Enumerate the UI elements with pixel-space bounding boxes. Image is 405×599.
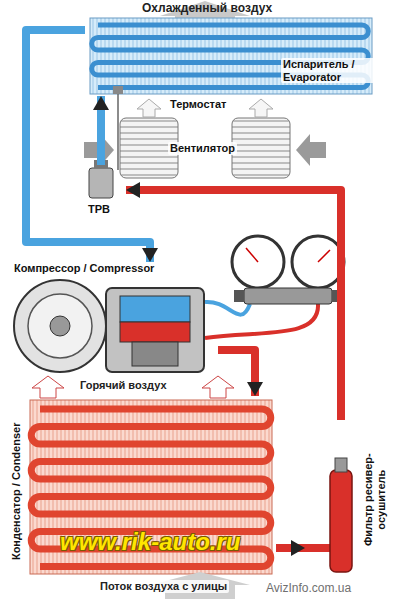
component-label: Компрессор / Compressor	[12, 262, 156, 275]
receiver-drier	[330, 470, 352, 572]
compressor	[50, 316, 70, 336]
fan: Вентилятор	[110, 116, 300, 180]
pipes	[26, 30, 341, 548]
manifold-gauges	[292, 236, 344, 288]
manifold-gauges	[246, 248, 258, 262]
component-label: Фильтр ресивер-осушитель	[362, 440, 387, 560]
manifold-gauges	[244, 288, 332, 304]
manifold-gauges	[232, 236, 344, 304]
fan-blowers	[137, 99, 161, 117]
expansion-valve	[89, 168, 113, 198]
expansion-valve	[89, 160, 113, 198]
air-label: Охлажденный воздух	[142, 2, 272, 16]
hot-air-arrows	[32, 376, 234, 398]
condenser: Конденсатор / Condenser	[4, 396, 276, 592]
receiver-drier	[305, 458, 352, 572]
compressor	[120, 296, 190, 322]
refrigerant-pipe	[26, 30, 150, 262]
fan-blowers	[296, 134, 326, 166]
condenser-coil	[31, 409, 271, 567]
evaporator: Испаритель / Evaporator	[85, 14, 377, 96]
thermostat-sensor	[113, 86, 123, 94]
condenser-core	[30, 400, 272, 574]
compressor	[14, 280, 106, 372]
compressor	[28, 294, 92, 358]
fan-blowers	[249, 99, 273, 117]
compressor	[106, 288, 204, 372]
compressor	[14, 280, 204, 372]
compressor: Компрессор / Compressor	[8, 262, 218, 374]
refrigerant-pipe	[218, 350, 255, 396]
component-label: Конденсатор / Condenser	[10, 401, 23, 581]
air-label: Поток воздуха с улицы	[98, 580, 229, 593]
gauge-hoses	[205, 302, 318, 338]
thermostat-sensor	[117, 92, 119, 170]
thermostat: Термостат	[150, 97, 250, 114]
manifold-gauges	[232, 236, 284, 288]
component-label: Вентилятор	[168, 142, 237, 155]
compressor	[120, 322, 190, 342]
manifold-gauges	[318, 250, 330, 262]
watermark: www.rik-auto.ru	[60, 528, 240, 556]
expansion-valve: ТРВ	[78, 165, 126, 220]
condenser-core	[30, 400, 272, 574]
component-label: ТРВ	[88, 203, 110, 216]
gauge-hoses	[205, 302, 250, 315]
fan-blowers	[84, 99, 326, 178]
receiver-drier: Фильтр ресивер-осушитель	[305, 420, 401, 578]
compressor	[132, 342, 178, 366]
fan-blowers	[232, 118, 290, 178]
watermark: AvizInfo.com.ua	[266, 582, 351, 596]
component-label: Испаритель / Evaporator	[281, 58, 375, 83]
gauge-hoses	[205, 304, 318, 338]
air-label: Горячий воздух	[80, 379, 167, 392]
component-label: Термостат	[168, 98, 228, 111]
receiver-drier	[305, 544, 330, 552]
refrigerant-pipe	[276, 544, 305, 552]
hot-air-arrows	[32, 376, 64, 398]
refrigerant-pipe	[97, 96, 105, 165]
manifold-gauges	[234, 290, 244, 302]
hot-air-arrows	[202, 376, 234, 398]
receiver-drier	[335, 458, 347, 472]
condenser-coil	[31, 409, 271, 567]
